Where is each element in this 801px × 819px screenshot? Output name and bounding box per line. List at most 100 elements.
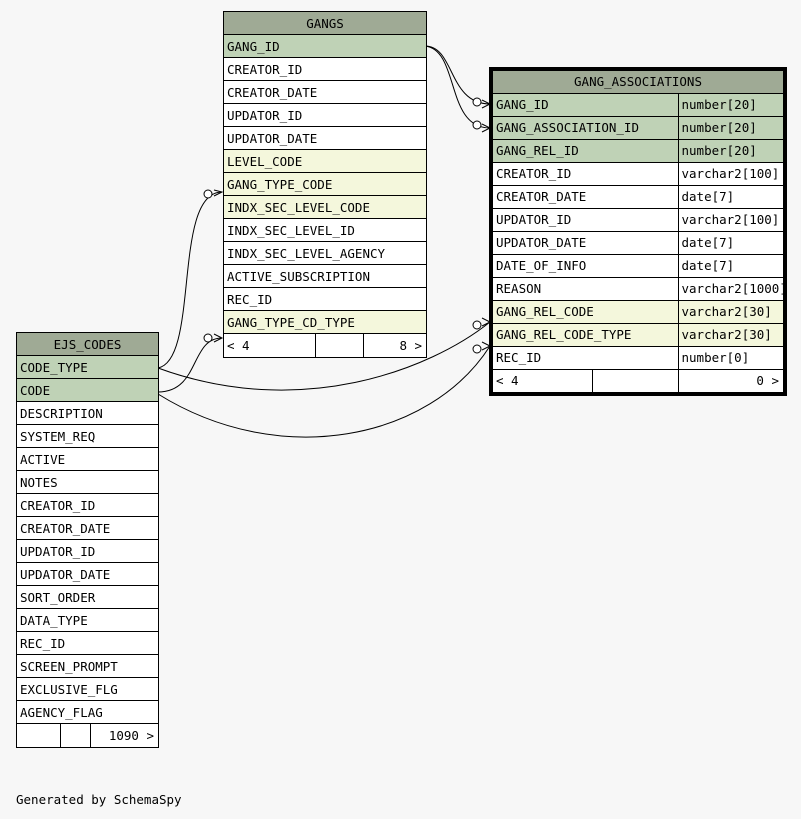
column-name[interactable]: GANG_ID xyxy=(491,92,679,117)
column-name[interactable]: EXCLUSIVE_FLG xyxy=(15,677,160,701)
column-name[interactable]: CREATOR_DATE xyxy=(222,80,428,104)
footer-parent-count[interactable] xyxy=(16,723,61,748)
column-row[interactable]: DATA_TYPE xyxy=(15,608,160,632)
column-name[interactable]: UPDATOR_DATE xyxy=(15,562,160,586)
column-row[interactable]: UPDATOR_ID xyxy=(15,539,160,563)
column-name[interactable]: SCREEN_PROMPT xyxy=(15,654,160,678)
column-name[interactable]: CREATOR_ID xyxy=(491,161,679,186)
column-name[interactable]: ACTIVE xyxy=(15,447,160,471)
column-row[interactable]: ACTIVE xyxy=(15,447,160,471)
column-row[interactable]: CREATOR_DATE xyxy=(222,80,428,104)
gangs-title[interactable]: GANGS xyxy=(222,11,428,35)
column-name[interactable]: LEVEL_CODE xyxy=(222,149,428,173)
column-name[interactable]: GANG_REL_CODE_TYPE xyxy=(491,322,679,347)
column-name[interactable]: NOTES xyxy=(15,470,160,494)
edge-markers xyxy=(203,97,492,354)
column-name[interactable]: GANG_TYPE_CD_TYPE xyxy=(222,310,428,334)
column-row[interactable]: GANG_ID xyxy=(222,34,428,58)
column-name[interactable]: ACTIVE_SUBSCRIPTION xyxy=(222,264,428,288)
column-name[interactable]: UPDATOR_DATE xyxy=(491,230,679,255)
column-name[interactable]: SORT_ORDER xyxy=(15,585,160,609)
column-type: number[20] xyxy=(677,92,785,117)
column-row[interactable]: INDX_SEC_LEVEL_AGENCY xyxy=(222,241,428,265)
column-name[interactable]: INDX_SEC_LEVEL_AGENCY xyxy=(222,241,428,265)
column-row[interactable]: CREATOR_ID xyxy=(222,57,428,81)
column-row[interactable]: CODE xyxy=(15,378,160,402)
column-name[interactable]: AGENCY_FLAG xyxy=(15,700,160,724)
column-row[interactable]: ACTIVE_SUBSCRIPTION xyxy=(222,264,428,288)
column-row[interactable]: GANG_TYPE_CODE xyxy=(222,172,428,196)
column-row[interactable]: INDX_SEC_LEVEL_ID xyxy=(222,218,428,242)
column-name[interactable]: REASON xyxy=(491,276,679,301)
column-row[interactable]: UPDATOR_ID xyxy=(222,103,428,127)
footer-child-count[interactable]: 0 > xyxy=(677,368,785,394)
column-name[interactable]: DATE_OF_INFO xyxy=(491,253,679,278)
column-row[interactable]: REC_ID xyxy=(15,631,160,655)
gang-associations-title[interactable]: GANG_ASSOCIATIONS xyxy=(491,69,785,94)
column-name[interactable]: UPDATOR_ID xyxy=(222,103,428,127)
column-name[interactable]: GANG_REL_CODE xyxy=(491,299,679,324)
column-name[interactable]: REC_ID xyxy=(15,631,160,655)
column-name[interactable]: REC_ID xyxy=(222,287,428,311)
column-row[interactable]: UPDATOR_DATE xyxy=(15,562,160,586)
column-name[interactable]: UPDATOR_DATE xyxy=(222,126,428,150)
column-name[interactable]: CREATOR_DATE xyxy=(491,184,679,209)
column-name[interactable]: CREATOR_ID xyxy=(15,493,160,517)
column-name[interactable]: INDX_SEC_LEVEL_ID xyxy=(222,218,428,242)
footer-child-count[interactable]: 1090 > xyxy=(89,723,160,748)
column-row[interactable]: GANG_TYPE_CD_TYPE xyxy=(222,310,428,334)
footer-parent-count[interactable]: < 4 xyxy=(223,333,316,358)
column-name[interactable]: UPDATOR_ID xyxy=(491,207,679,232)
column-row[interactable]: CODE_TYPE xyxy=(15,355,160,379)
column-row[interactable]: INDX_SEC_LEVEL_CODE xyxy=(222,195,428,219)
column-name[interactable]: GANG_REL_ID xyxy=(491,138,679,163)
edge-gang-id-to-assoc-association-id xyxy=(424,45,491,129)
column-row[interactable]: SORT_ORDER xyxy=(15,585,160,609)
column-name[interactable]: GANG_TYPE_CODE xyxy=(222,172,428,196)
column-name[interactable]: CODE_TYPE xyxy=(15,355,160,379)
table-footer-row: < 4 8 > xyxy=(223,333,428,358)
column-row[interactable]: AGENCY_FLAG xyxy=(15,700,160,724)
column-name[interactable]: GANG_ID xyxy=(222,34,428,58)
column-name[interactable]: DESCRIPTION xyxy=(15,401,160,425)
column-row[interactable]: SYSTEM_REQ xyxy=(15,424,160,448)
footer-parent-count[interactable]: < 4 xyxy=(491,368,593,394)
column-row[interactable]: REC_ID xyxy=(222,287,428,311)
column-name[interactable]: REC_ID xyxy=(491,345,679,370)
column-name[interactable]: UPDATOR_ID xyxy=(15,539,160,563)
column-name[interactable]: SYSTEM_REQ xyxy=(15,424,160,448)
column-name[interactable]: CREATOR_ID xyxy=(222,57,428,81)
footer-child-count[interactable]: 8 > xyxy=(362,333,428,358)
column-row[interactable]: UPDATOR_DATE xyxy=(222,126,428,150)
column-row[interactable]: CREATOR_ID xyxy=(15,493,160,517)
edge-code-to-gang-type-cd-type xyxy=(157,337,223,393)
column-row[interactable]: EXCLUSIVE_FLG xyxy=(15,677,160,701)
column-name[interactable]: CREATOR_DATE xyxy=(15,516,160,540)
column-name[interactable]: DATA_TYPE xyxy=(15,608,160,632)
ejs-codes-title[interactable]: EJS_CODES xyxy=(15,332,160,356)
column-row[interactable]: CREATOR_DATE xyxy=(15,516,160,540)
edge-code-type-to-gang-rel-code xyxy=(157,321,491,391)
column-row[interactable]: NOTES xyxy=(15,470,160,494)
column-row[interactable]: LEVEL_CODE xyxy=(222,149,428,173)
edge-code-to-gang-rel-code-type xyxy=(157,345,491,438)
column-row[interactable]: SCREEN_PROMPT xyxy=(15,654,160,678)
column-name[interactable]: INDX_SEC_LEVEL_CODE xyxy=(222,195,428,219)
column-row[interactable]: DESCRIPTION xyxy=(15,401,160,425)
column-name[interactable]: GANG_ASSOCIATION_ID xyxy=(491,115,679,140)
column-name[interactable]: CODE xyxy=(15,378,160,402)
